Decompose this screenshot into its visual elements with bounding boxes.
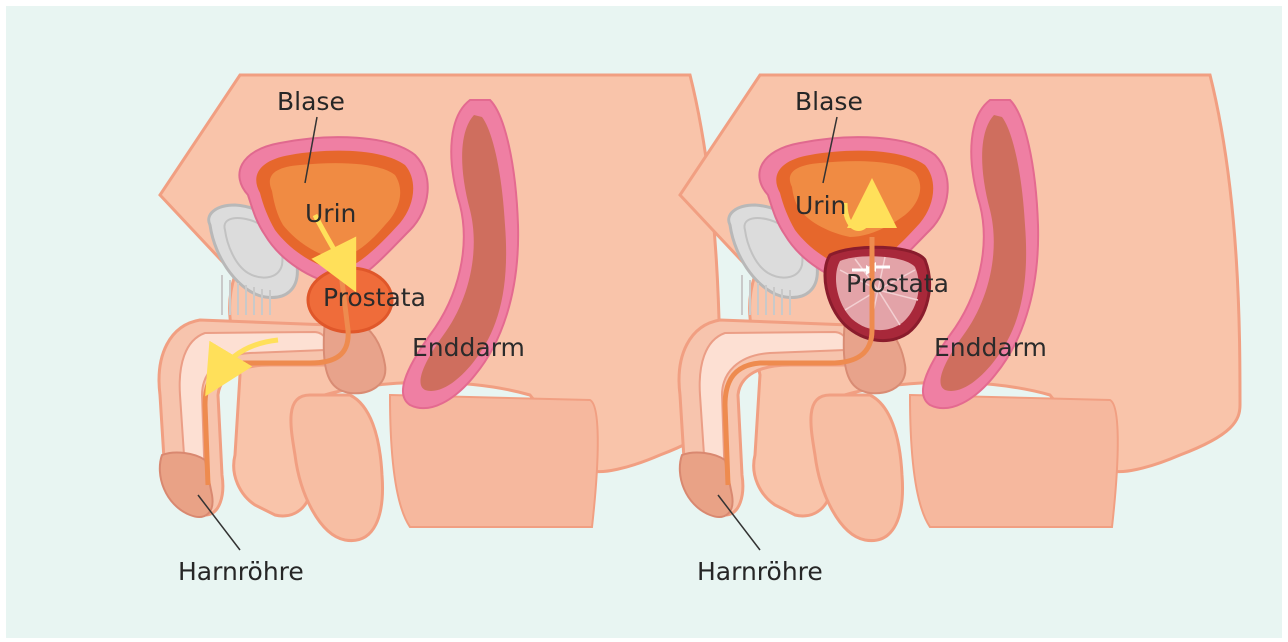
label-urethra: Harnröhre [697, 557, 823, 586]
panel-normal [159, 75, 720, 550]
panel-enlarged [679, 75, 1240, 550]
label-urethra: Harnröhre [178, 557, 304, 586]
label-prostate: Prostata [323, 283, 426, 312]
label-rectum: Enddarm [934, 333, 1047, 362]
label-urine: Urin [305, 199, 356, 228]
label-prostate: Prostata [846, 269, 949, 298]
label-bladder: Blase [795, 87, 863, 116]
label-bladder: Blase [277, 87, 345, 116]
label-rectum: Enddarm [412, 333, 525, 362]
label-urine: Urin [795, 191, 846, 220]
